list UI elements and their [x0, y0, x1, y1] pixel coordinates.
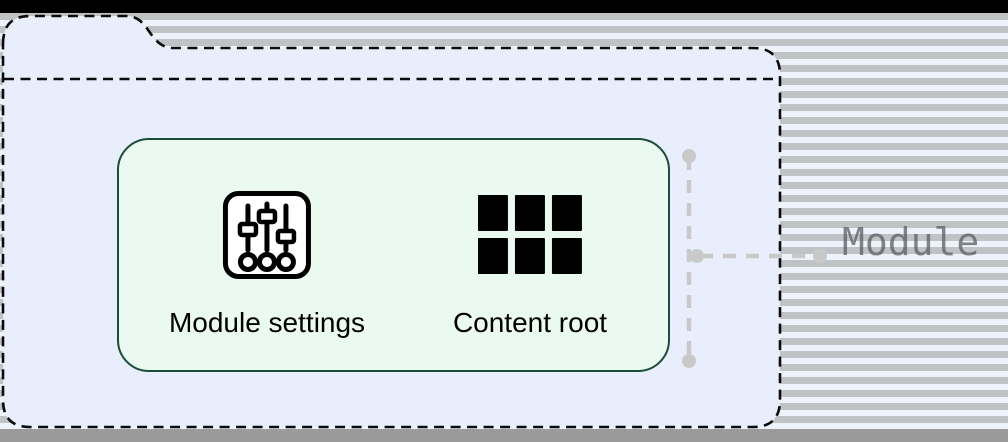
- grid-icon: [477, 189, 582, 281]
- module-annotation-label: Module: [842, 220, 980, 264]
- module-settings-item: Module settings: [169, 189, 365, 339]
- dimension-dot-junction: [690, 249, 704, 263]
- dimension-dot-top: [682, 149, 696, 163]
- module-settings-label: Module settings: [168, 307, 366, 338]
- top-transparency-band: [0, 0, 1008, 13]
- bottom-transparency-band: [0, 429, 1008, 442]
- content-root-label: Content root: [452, 307, 608, 338]
- content-root-item: Content root: [453, 189, 607, 339]
- sliders-icon: [221, 189, 313, 281]
- dimension-dot-bottom: [682, 354, 696, 368]
- module-contents-panel: Module settings Content root: [117, 138, 670, 372]
- dimension-dot-end: [813, 249, 827, 263]
